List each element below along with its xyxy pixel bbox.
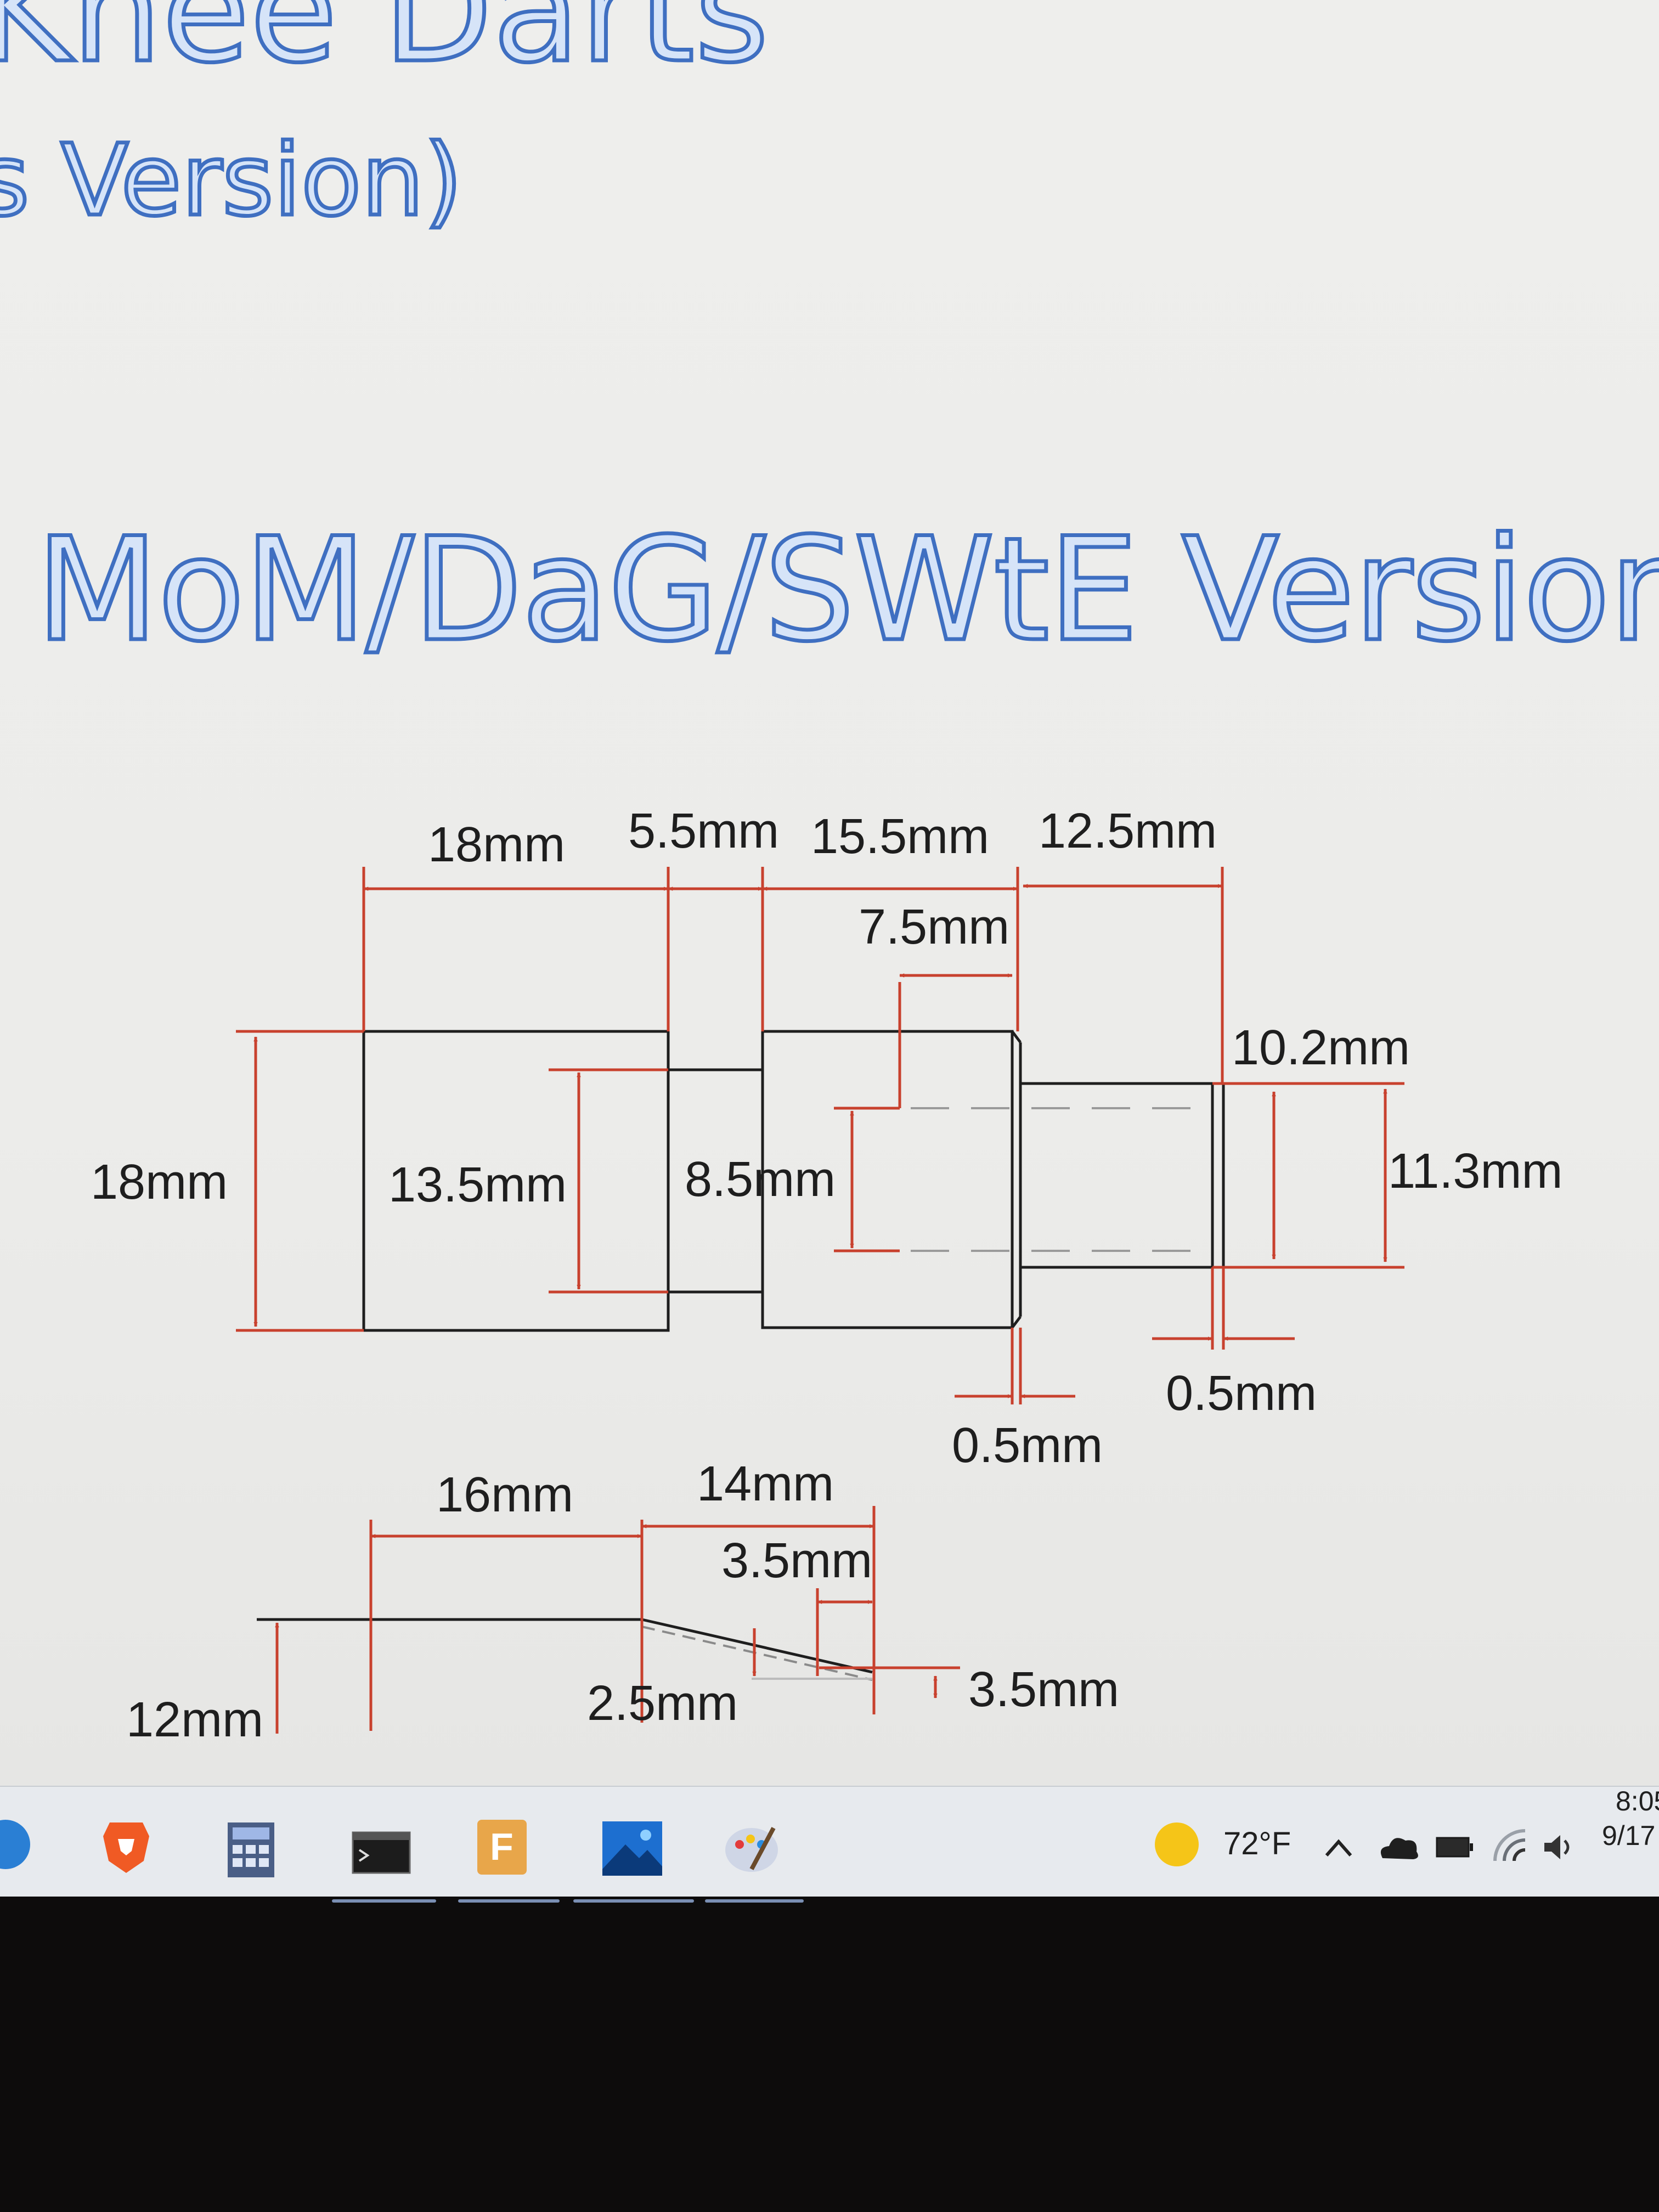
- dimension-labels: 18mm 5.5mm 15.5mm 12.5mm 7.5mm 18mm 13.5…: [91, 804, 1562, 1747]
- document-title: Knee Darts: [0, 0, 771, 97]
- start-icon[interactable]: [0, 1817, 33, 1872]
- onedrive-cloud-icon[interactable]: [1377, 1831, 1421, 1864]
- label-dia-18: 18mm: [91, 1155, 228, 1210]
- clock-time[interactable]: 8:05: [1616, 1786, 1659, 1816]
- document-subtitle: s Version): [0, 122, 465, 240]
- label-tip-14: 14mm: [697, 1457, 834, 1511]
- app-running-indicator: [458, 1899, 560, 1903]
- document-view: Knee Darts s Version) MoM/DaG/SWtE Versi…: [0, 0, 1659, 1810]
- label-gap-0-5-mid: 0.5mm: [952, 1418, 1103, 1473]
- wifi-icon[interactable]: [1492, 1828, 1528, 1864]
- paint-icon[interactable]: [719, 1817, 785, 1877]
- fusion-app-icon[interactable]: F: [475, 1817, 529, 1877]
- label-dia-8-5: 8.5mm: [685, 1152, 836, 1207]
- section-title: MoM/DaG/SWtE Version: [34, 506, 1659, 675]
- label-dia-10-2: 10.2mm: [1232, 1020, 1410, 1075]
- label-tip-12: 12mm: [126, 1692, 263, 1747]
- body-outline: [362, 1030, 1225, 1332]
- technical-drawing: 18mm 5.5mm 15.5mm 12.5mm 7.5mm 18mm 13.5…: [91, 804, 1562, 1747]
- taskbar: F 72°F 8:05 9/17: [0, 1786, 1659, 1903]
- tip-detail: [257, 1506, 960, 1734]
- app-running-indicator: [573, 1899, 694, 1903]
- chevron-up-icon[interactable]: [1322, 1833, 1355, 1861]
- label-len-7-5: 7.5mm: [859, 900, 1009, 955]
- label-dia-13-5: 13.5mm: [388, 1158, 567, 1212]
- extension-lines: [236, 867, 1404, 1404]
- label-dia-11-3: 11.3mm: [1388, 1144, 1562, 1199]
- label-tip-3-5: 3.5mm: [721, 1533, 872, 1588]
- label-len-18: 18mm: [428, 817, 565, 872]
- label-tip-2-5: 2.5mm: [587, 1676, 738, 1731]
- hidden-lines: [911, 1107, 1212, 1252]
- sun-icon[interactable]: [1152, 1820, 1201, 1869]
- battery-icon[interactable]: [1435, 1833, 1476, 1861]
- dimension-arrows: [253, 884, 1387, 1398]
- app-running-indicator: [705, 1899, 804, 1903]
- label-tip-16: 16mm: [436, 1468, 573, 1522]
- volume-icon[interactable]: [1542, 1831, 1575, 1864]
- label-len-5-5: 5.5mm: [628, 804, 779, 859]
- svg-text:F: F: [490, 1825, 514, 1868]
- app-running-indicator: [332, 1899, 436, 1903]
- body-segment-2: [761, 1030, 1014, 1329]
- brave-browser-icon[interactable]: [99, 1817, 154, 1877]
- photos-icon[interactable]: [601, 1820, 664, 1877]
- clock-date[interactable]: 9/17: [1602, 1820, 1656, 1851]
- label-gap-0-5-right: 0.5mm: [1166, 1366, 1317, 1421]
- label-len-12-5: 12.5mm: [1039, 804, 1217, 859]
- weather-temperature[interactable]: 72°F: [1223, 1826, 1291, 1861]
- label-tip-3-5-height: 3.5mm: [968, 1662, 1119, 1717]
- terminal-icon[interactable]: [351, 1831, 411, 1875]
- calculator-icon[interactable]: [225, 1820, 277, 1880]
- label-len-15-5: 15.5mm: [811, 809, 989, 864]
